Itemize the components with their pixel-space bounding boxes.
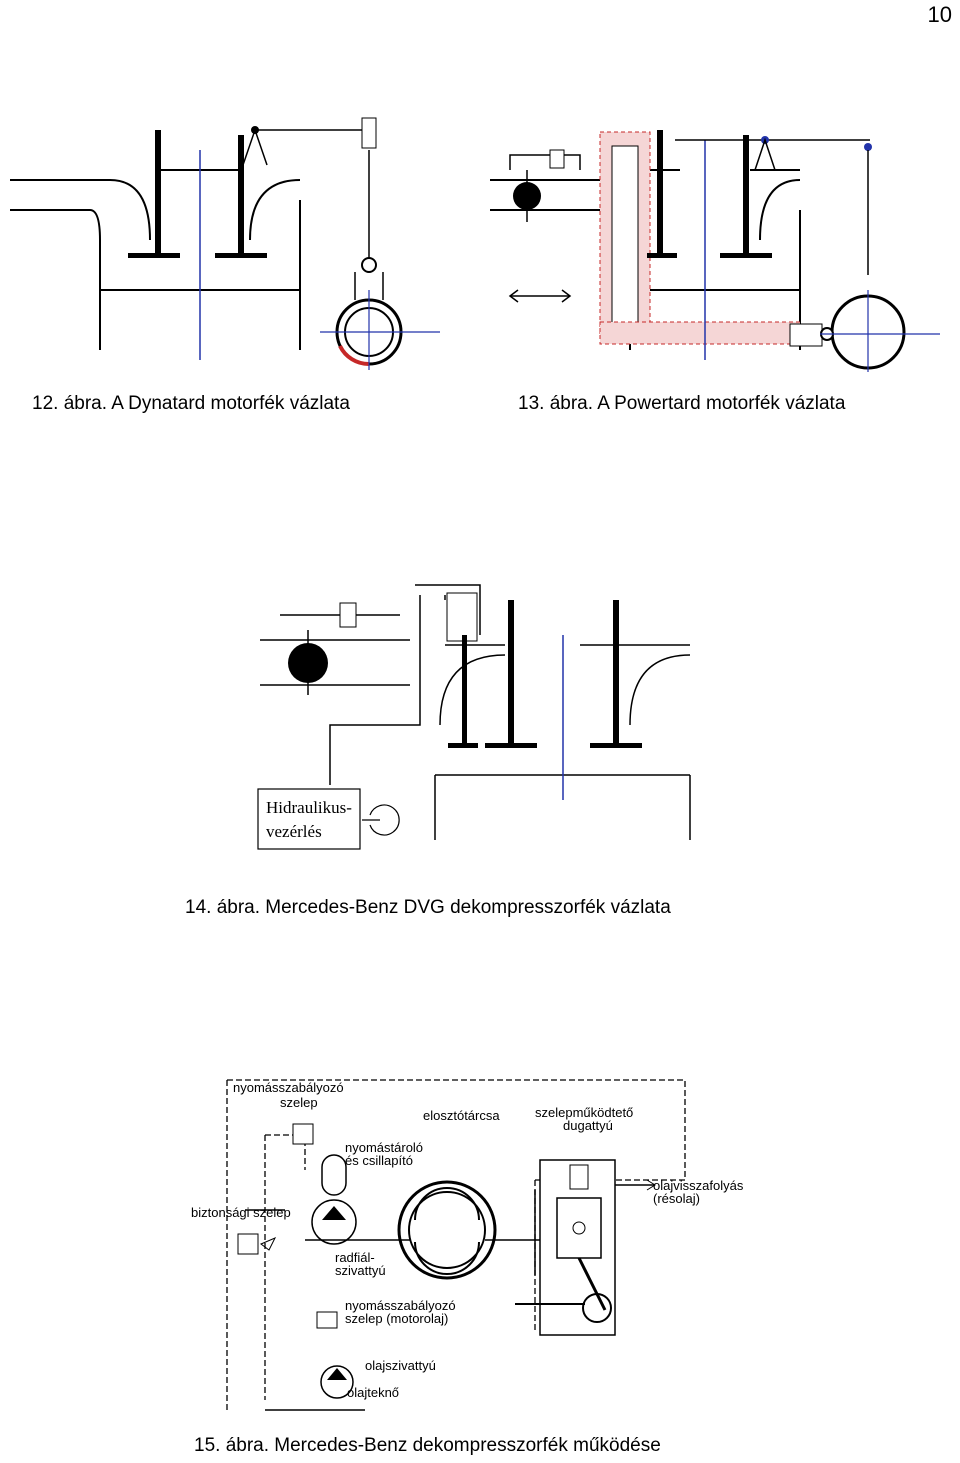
label-oil-pan: olajteknő <box>347 1385 399 1400</box>
label-pressure-regulator-1: nyomásszabályozó <box>233 1080 344 1095</box>
label-oil-return-2: (résolaj) <box>653 1191 700 1206</box>
figure-13-caption: 13. ábra. A Powertard motorfék vázlata <box>518 393 846 414</box>
label-oil-return-1: olajvisszafolyás <box>653 1178 744 1193</box>
figure-13-diagram <box>490 130 940 372</box>
label-safety-valve: biztonsági szelep <box>191 1205 291 1220</box>
hydraulic-control-label-2: vezérlés <box>266 822 322 841</box>
figure-14-caption: 14. ábra. Mercedes-Benz DVG dekompresszo… <box>185 897 671 918</box>
figure-14-diagram: Hidraulikus- vezérlés <box>257 584 691 850</box>
label-oil-pressure-regulator-2: szelep (motorolaj) <box>345 1311 448 1326</box>
label-oil-pressure-regulator-1: nyomásszabályozó <box>345 1298 456 1313</box>
label-oil-pump: olajszivattyú <box>365 1358 436 1373</box>
figure-12-diagram <box>10 117 440 370</box>
label-valve-actuator-1: szelepműködtető <box>535 1105 633 1120</box>
figure-15-caption: 15. ábra. Mercedes-Benz dekompresszorfék… <box>194 1435 661 1456</box>
figure-15-diagram: nyomásszabályozó szelep elosztótárcsa sz… <box>191 1079 744 1411</box>
page-number: 10 <box>927 2 952 27</box>
figure-12-caption: 12. ábra. A Dynatard motorfék vázlata <box>32 393 350 414</box>
label-distributor-disc: elosztótárcsa <box>423 1108 500 1123</box>
label-valve-actuator-2: dugattyú <box>563 1118 613 1133</box>
label-radial-pump-1: radfiál- <box>335 1250 375 1265</box>
label-radial-pump-2: szivattyú <box>335 1263 386 1278</box>
label-pressure-regulator-2: szelep <box>280 1095 318 1110</box>
label-accumulator-2: és csillapító <box>345 1153 413 1168</box>
label-accumulator-1: nyomástároló <box>345 1140 423 1155</box>
hydraulic-control-label-1: Hidraulikus- <box>266 798 352 817</box>
